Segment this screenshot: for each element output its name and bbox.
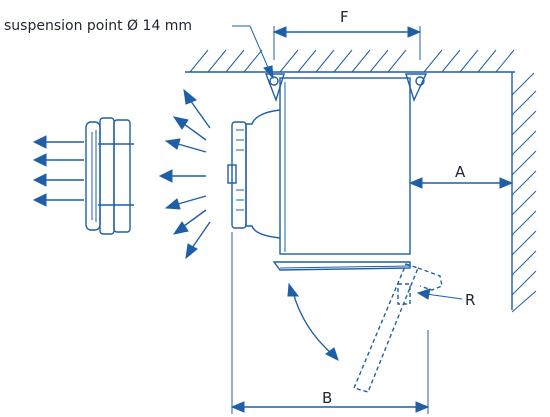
dimension-F xyxy=(272,26,422,60)
suspension-leader xyxy=(232,25,274,80)
dimension-B-label: B xyxy=(322,389,332,407)
ceiling xyxy=(185,49,515,73)
dimension-R-label: R xyxy=(465,291,475,309)
r-leader xyxy=(416,288,463,300)
dimension-F-label: F xyxy=(340,8,349,26)
airflow-arrows-fan xyxy=(158,88,211,260)
dimension-B xyxy=(230,232,430,414)
airflow-arrows-left xyxy=(32,135,84,207)
drip-tray-open-position xyxy=(353,263,443,393)
removed-fan-grille xyxy=(85,117,134,235)
suspension-bracket-right xyxy=(405,73,428,102)
unit-housing xyxy=(279,77,411,255)
drip-tray xyxy=(272,261,411,271)
right-wall xyxy=(511,72,537,313)
dimension-A xyxy=(408,177,514,189)
suspension-point-label: suspension point Ø 14 mm xyxy=(4,18,192,34)
fan-assembly xyxy=(227,109,281,239)
suspension-bracket-left xyxy=(264,73,285,103)
dimension-A-label: A xyxy=(455,163,466,181)
swing-arc xyxy=(287,282,339,361)
